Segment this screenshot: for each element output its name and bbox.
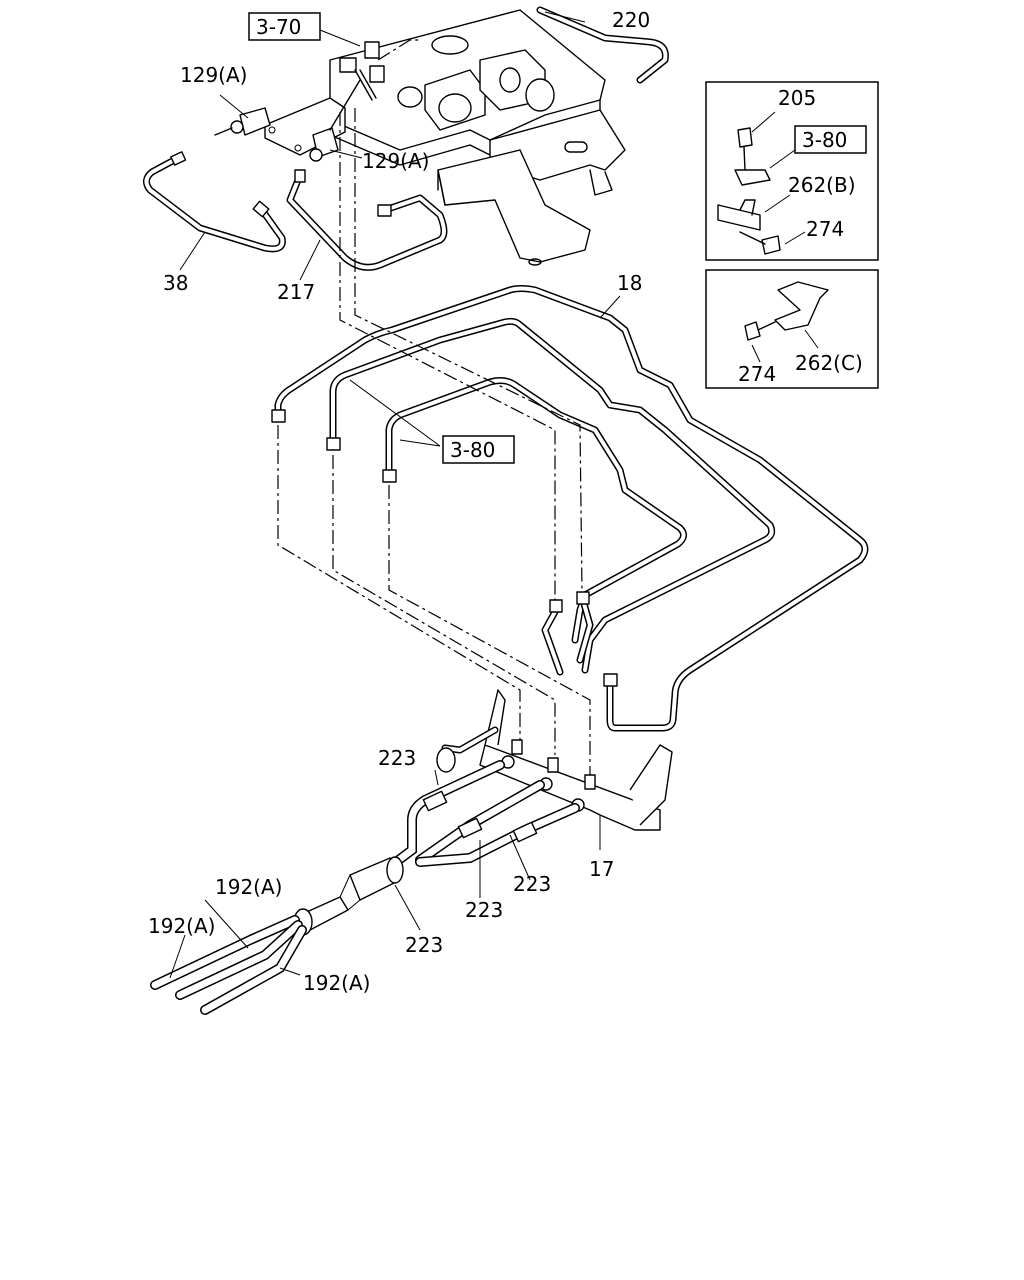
- label-3-70: 3-70: [256, 15, 301, 39]
- label-18: 18: [617, 271, 642, 295]
- pipe-217: [286, 169, 448, 271]
- label-223-d: 223: [405, 933, 443, 957]
- label-217: 217: [277, 280, 315, 304]
- label-38: 38: [163, 271, 188, 295]
- reference-lines: [277, 39, 591, 775]
- pressure-switch-top: [214, 107, 271, 136]
- label-129a-mid: 129(A): [362, 149, 429, 173]
- ref-box-3-80-main: [442, 435, 515, 464]
- label-205: 205: [778, 86, 816, 110]
- label-223-b: 223: [513, 872, 551, 896]
- label-17: 17: [589, 857, 614, 881]
- valve-assembly: [214, 9, 626, 266]
- label-223-a: 223: [378, 746, 416, 770]
- label-223-c: 223: [465, 898, 503, 922]
- pipe-3-80-b: [382, 377, 687, 644]
- pressure-switch-mid: [309, 79, 361, 162]
- label-220: 220: [612, 8, 650, 32]
- label-192a-1: 192(A): [215, 875, 282, 899]
- label-274-c: 274: [738, 362, 776, 386]
- label-192a-2: 192(A): [148, 914, 215, 938]
- inset-clip-b: [705, 81, 879, 261]
- ref-box-3-70: [248, 12, 321, 41]
- pipe-220: [536, 6, 669, 84]
- pipe-38: [143, 151, 286, 253]
- label-274-b: 274: [806, 217, 844, 241]
- drop-fittings: [541, 591, 594, 676]
- label-129a-top: 129(A): [180, 63, 247, 87]
- label-262c: 262(C): [795, 351, 863, 375]
- label-192a-3: 192(A): [303, 971, 370, 995]
- labels: 3-70 3-80 3-80 220 129(A) 129(A) 38 217 …: [148, 8, 863, 995]
- leader-lines: [169, 11, 621, 979]
- label-262b: 262(B): [788, 173, 856, 197]
- leader-3-80-main: [349, 379, 441, 447]
- inset-clip-c: [705, 269, 879, 389]
- pipe-18: [271, 285, 869, 732]
- ref-box-3-80-inset: [794, 125, 867, 154]
- label-3-80-inset: 3-80: [802, 128, 847, 152]
- pipe-3-80-a: [326, 317, 776, 674]
- hoses-223: [293, 760, 580, 936]
- label-3-80-main: 3-80: [450, 438, 495, 462]
- bracket-17: [436, 689, 673, 831]
